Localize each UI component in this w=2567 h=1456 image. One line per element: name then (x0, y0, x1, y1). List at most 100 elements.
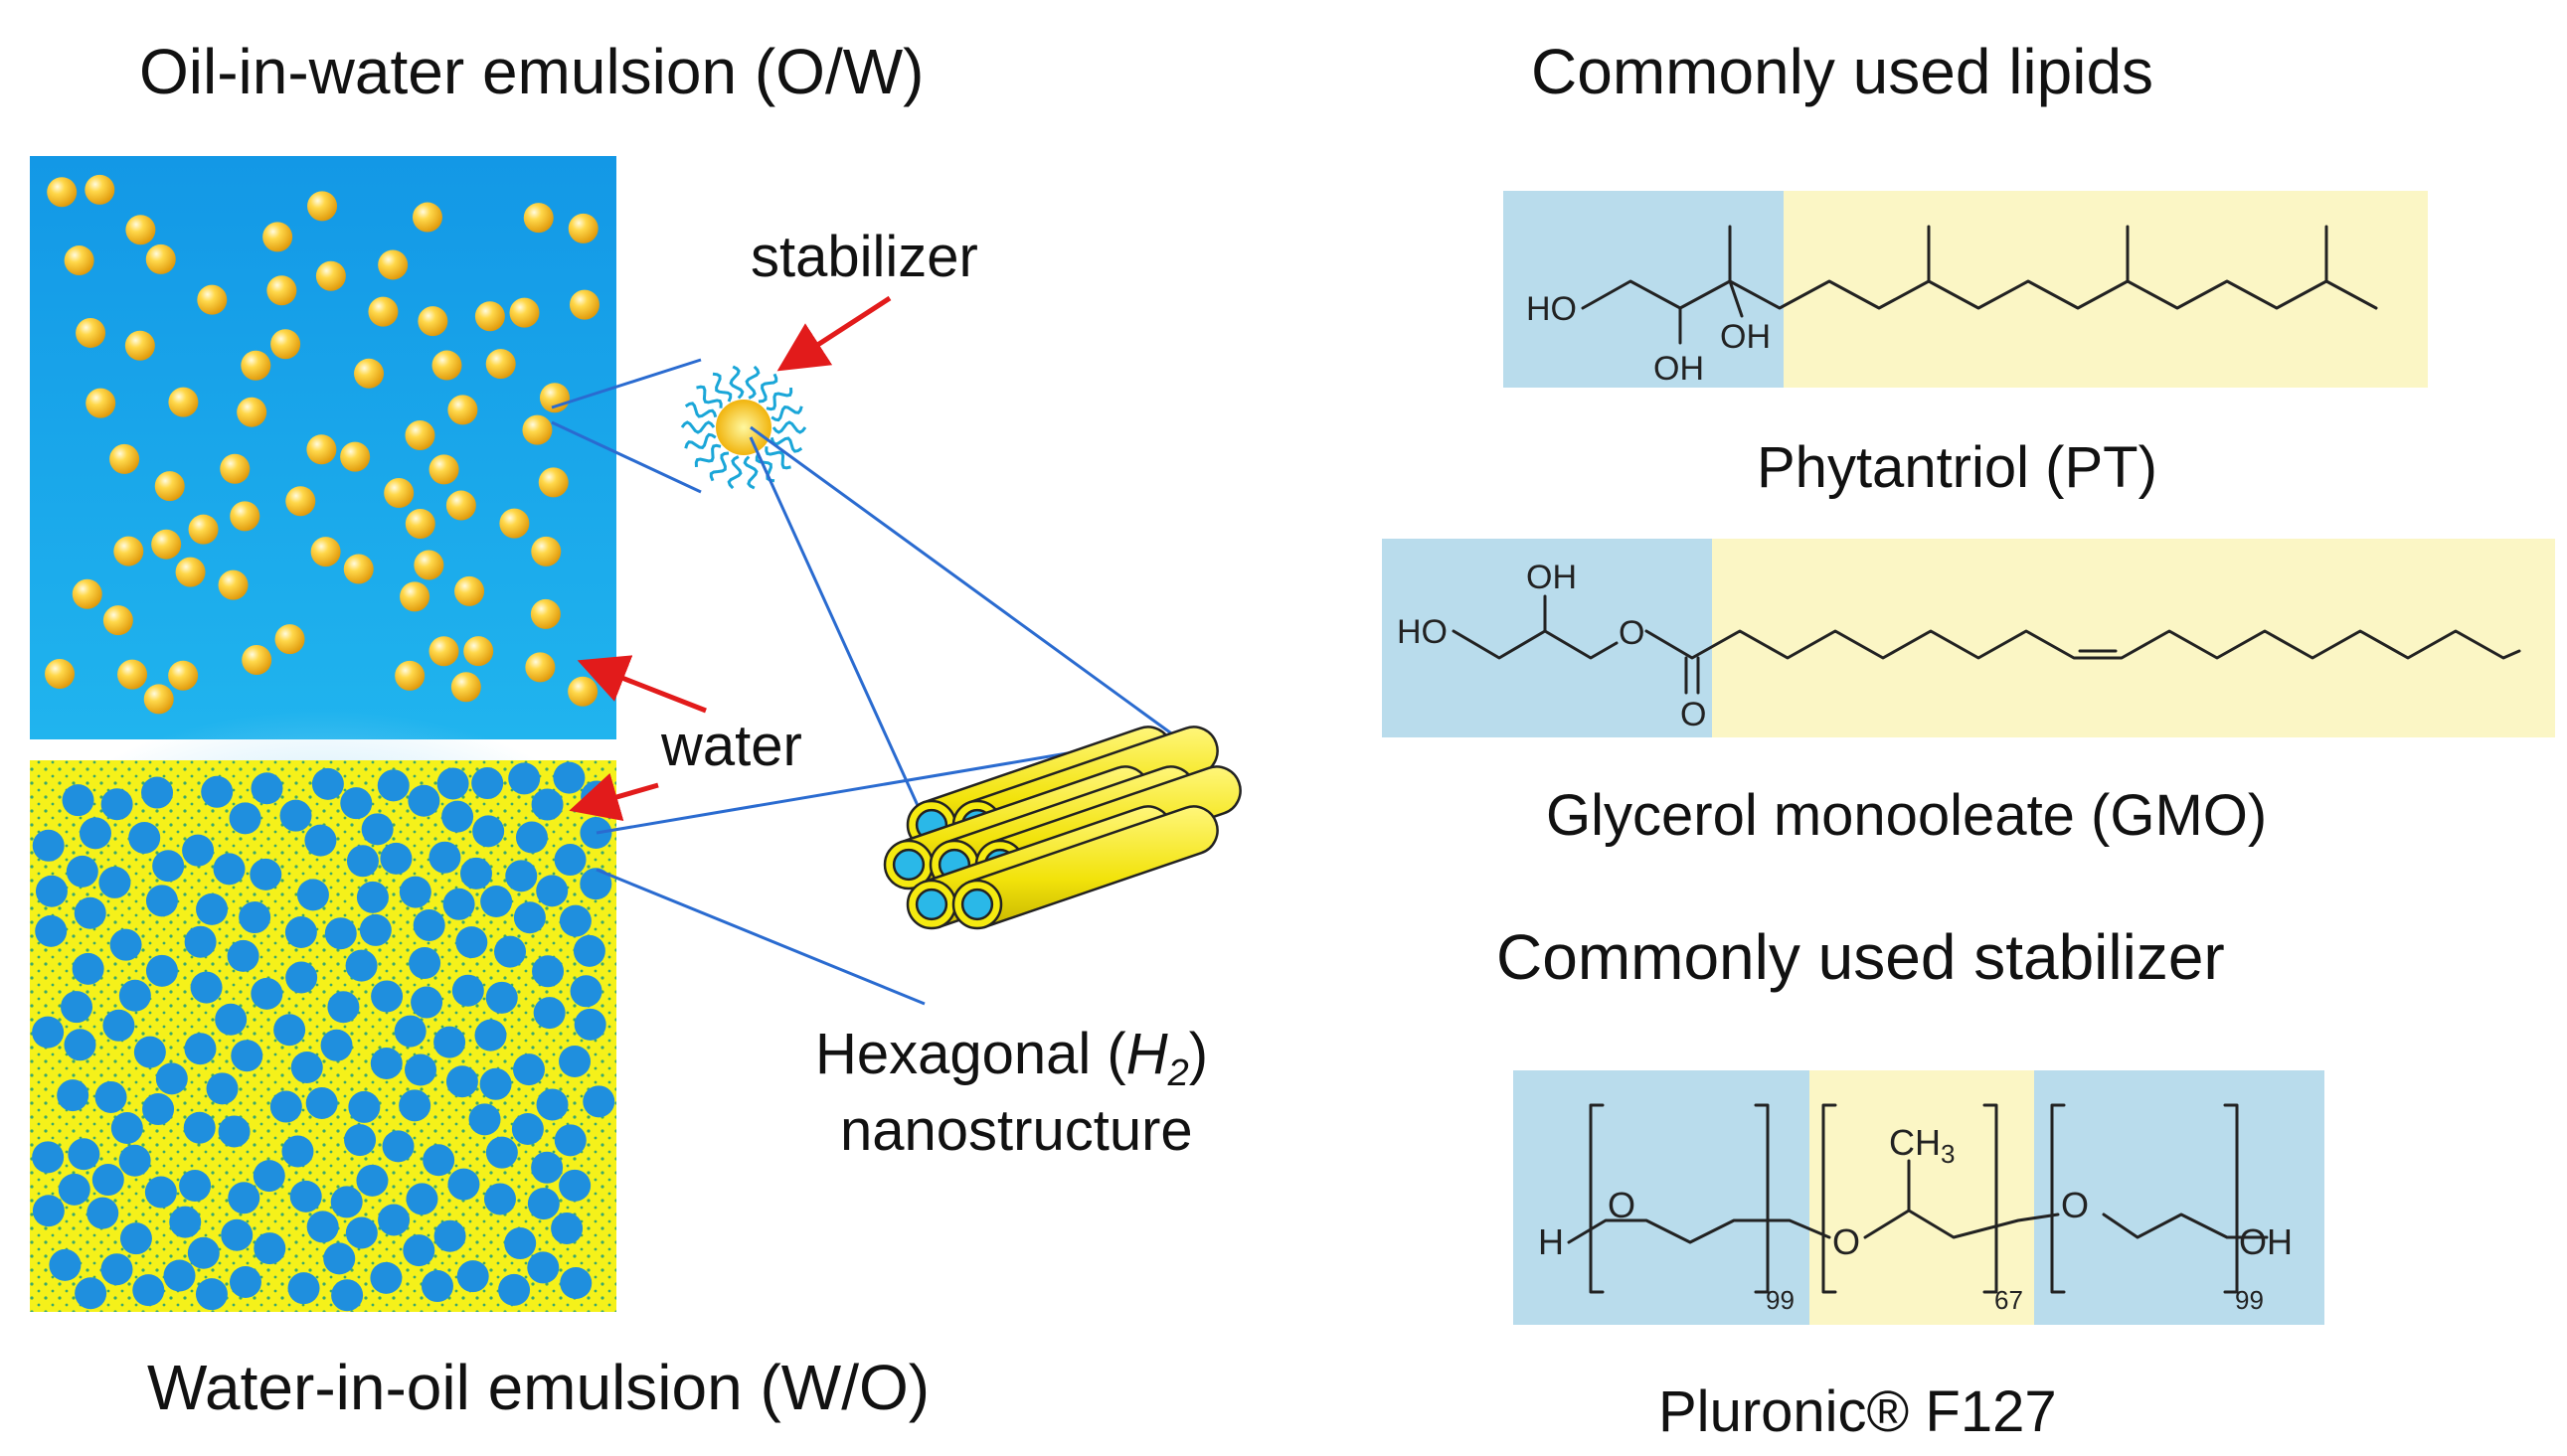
water-droplet (479, 1067, 512, 1100)
water-droplet (423, 1144, 455, 1177)
water-droplet (468, 1103, 501, 1136)
oil-droplet (343, 554, 374, 584)
oil-droplet (124, 330, 155, 361)
stabilizer-chain (680, 420, 716, 434)
stabilizer-chain (755, 452, 775, 483)
oil-droplet (220, 453, 251, 484)
stabilizer-chain (712, 372, 733, 403)
oil-droplet (445, 490, 476, 521)
droplet-core (716, 400, 771, 455)
water-droplet (330, 1186, 363, 1218)
water-droplet (515, 821, 548, 854)
water-droplet (327, 991, 360, 1024)
pluronic-oh: OH (2239, 1221, 2293, 1262)
water-droplet (512, 1053, 545, 1086)
oil-droplet (522, 414, 553, 445)
water-droplet (370, 1047, 403, 1079)
oil-droplet (242, 644, 272, 675)
gmo-o-carbonyl: O (1680, 696, 1706, 733)
water-droplet (184, 925, 217, 958)
oil-droplet (262, 222, 293, 252)
water-droplet (169, 1206, 202, 1238)
water-droplet (485, 981, 518, 1014)
hexagonal-rod (967, 805, 1219, 929)
water-droplet (378, 1204, 411, 1236)
water-droplet (428, 841, 461, 874)
oil-droplet (76, 317, 106, 348)
oil-droplet (47, 177, 78, 208)
pluronic-h: H (1538, 1221, 1564, 1262)
pluronic-bracket-3-left (2050, 1103, 2066, 1294)
stabilizer-title: Commonly used stabilizer (1496, 921, 2225, 993)
pluronic-ch3: CH3 (1889, 1122, 1955, 1169)
oil-droplet (151, 529, 182, 560)
oil-droplet (509, 297, 540, 328)
oil-droplet (109, 443, 140, 474)
water-droplet (513, 901, 546, 934)
water-droplet (281, 1135, 314, 1168)
water-droplet (145, 885, 178, 917)
water-droplet (370, 1261, 403, 1294)
water-droplet (251, 977, 283, 1010)
gmo-hydrophobic-region (1712, 539, 2555, 737)
oil-droplet (450, 672, 481, 703)
oil-droplet (405, 509, 435, 540)
oil-droplet (428, 636, 459, 667)
stabilizer-chain (694, 443, 722, 467)
water-droplet (152, 850, 185, 883)
water-droplet (320, 1029, 353, 1061)
oil-droplet (237, 397, 267, 427)
water-droplet (356, 881, 389, 913)
hexagonal-label-h: H (1126, 1022, 1168, 1086)
pluronic-peo-region-1 (1513, 1070, 1809, 1325)
water-droplet (382, 1130, 415, 1163)
water-droplet (98, 866, 131, 898)
oil-droplet (315, 260, 346, 291)
water-droplet (559, 904, 592, 937)
pluronic-o3: O (2061, 1185, 2089, 1225)
water-droplet (344, 1124, 377, 1157)
hexagonal-label: Hexagonal (H2) (815, 1022, 1208, 1094)
water-droplet (436, 767, 469, 800)
oil-droplet (145, 243, 176, 274)
zoom-leader-bottom (551, 420, 702, 494)
water-droplet (79, 817, 111, 850)
oil-droplet (64, 245, 94, 276)
stabilizer-label: stabilizer (751, 225, 978, 289)
water-droplet (254, 1232, 286, 1265)
phytantriol-backbone (1581, 279, 2378, 310)
oil-droplet (428, 454, 459, 485)
pluronic-name: Pluronic® F127 (1658, 1379, 2057, 1444)
water-droplet (285, 961, 318, 994)
water-droplet (399, 1089, 431, 1122)
lipids-title: Commonly used lipids (1531, 36, 2153, 107)
water-droplet (409, 946, 441, 979)
water-droplet (311, 767, 344, 800)
water-droplet (441, 800, 474, 833)
water-droplet (66, 855, 98, 888)
oil-droplet (266, 275, 297, 306)
water-droplet (340, 787, 373, 820)
oil-droplet (454, 575, 485, 606)
oil-droplet (197, 284, 228, 315)
water-droplet (504, 1227, 537, 1260)
water-droplet (269, 1090, 302, 1123)
oil-droplet (188, 514, 219, 545)
water-droplet (68, 1138, 100, 1171)
water-droplet (215, 1003, 248, 1036)
water-droplet (75, 1277, 107, 1310)
water-droplet (227, 939, 259, 972)
water-droplet (32, 1195, 65, 1227)
oil-droplet (168, 660, 199, 691)
water-droplet (279, 799, 312, 832)
oil-droplet (395, 660, 426, 691)
oil-droplet (306, 434, 337, 465)
oil-droplet (431, 350, 462, 381)
stabilized-droplet-zoom (551, 358, 1186, 1006)
water-droplet (213, 853, 246, 886)
pluronic-ch3-ch: CH (1889, 1122, 1941, 1163)
water-droplet (132, 1274, 165, 1307)
water-droplet (406, 1183, 438, 1215)
water-droplet (179, 1170, 212, 1203)
